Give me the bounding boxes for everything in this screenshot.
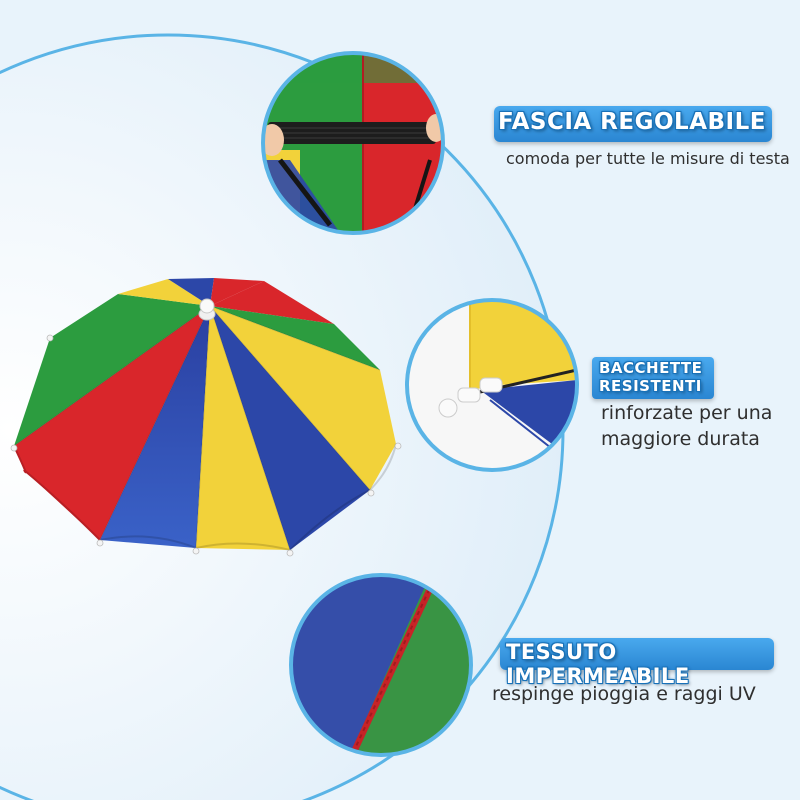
feature-2-title: BACCHETTE RESISTENTI — [599, 359, 729, 395]
feature-1-description: comoda per tutte le misure di testa — [506, 149, 790, 168]
feature-2-title-line-1: BACCHETTE — [599, 359, 703, 377]
detail-fabric-image — [291, 575, 471, 755]
detail-ribs-ring — [405, 298, 579, 472]
feature-3-title: TESSUTO IMPERMEABILE — [506, 640, 690, 688]
detail-band-ring — [261, 51, 445, 235]
umbrella-hat-image — [10, 278, 402, 557]
feature-1-title: FASCIA REGOLABILE — [498, 109, 766, 135]
detail-fabric-ring — [289, 573, 473, 757]
feature-2-title-bg — [592, 357, 714, 399]
feature-2-title-line-2: RESISTENTI — [599, 377, 702, 395]
feature-1-title-bg — [494, 106, 772, 142]
feature-2-description: rinforzate per una maggiore durata — [601, 400, 791, 452]
feature-3-title-bg — [500, 638, 774, 670]
feature-2-description-line-2: maggiore durata — [601, 428, 760, 450]
feature-3-description: respinge pioggia e raggi UV — [492, 683, 756, 705]
feature-2-description-line-1: rinforzate per una — [601, 402, 773, 424]
detail-ribs-image — [407, 300, 577, 470]
